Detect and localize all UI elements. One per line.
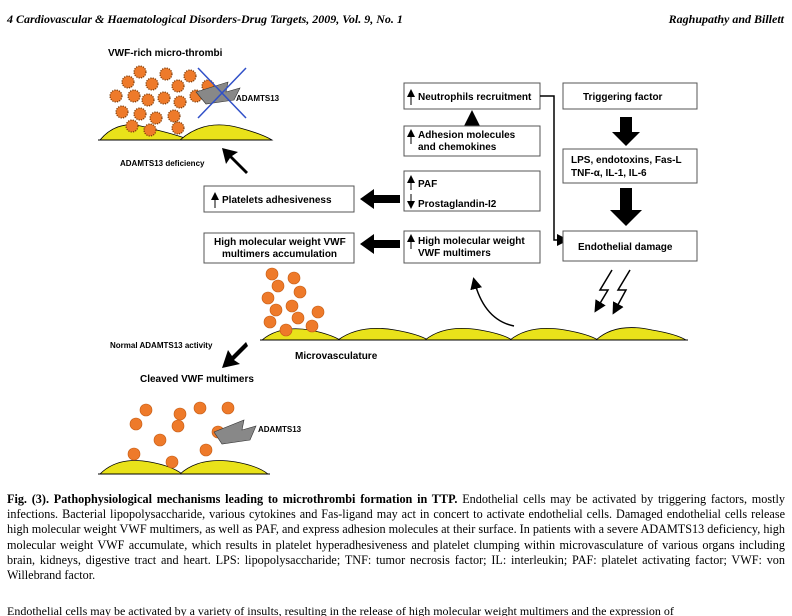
hmw-accumulation-box bbox=[203, 232, 355, 264]
arrow-trigger-to-lps bbox=[612, 117, 640, 146]
arrow-to-cleaved bbox=[222, 342, 248, 368]
arrow-to-hmw-accumulation bbox=[360, 234, 400, 254]
lps-box bbox=[562, 148, 698, 184]
prostaglandin-label: Prostaglandin-I2 bbox=[418, 199, 497, 210]
arrow-to-platelets bbox=[360, 189, 400, 209]
figure-caption: Fig. (3). Pathophysiological mechanisms … bbox=[7, 492, 785, 583]
paf-prostaglandin-box bbox=[403, 170, 541, 212]
normal-activity-label: Normal ADAMTS13 activity bbox=[110, 341, 213, 350]
lps-line2: TNF-α, IL-1, IL-6 bbox=[571, 168, 647, 179]
running-header-journal: 4 Cardiovascular & Haematological Disord… bbox=[7, 12, 403, 26]
adamts13-deficiency-label: ADAMTS13 deficiency bbox=[120, 159, 205, 168]
arrow-lps-to-damage bbox=[610, 188, 642, 226]
cleaved-vwf-illustration bbox=[98, 401, 270, 475]
running-header-authors: Raghupathy and Billett bbox=[668, 12, 784, 26]
lightning-bolt-icon bbox=[612, 269, 631, 315]
adhesion-line2: and chemokines bbox=[418, 142, 497, 153]
caption-label: Fig. (3). Pathophysiological mechanisms … bbox=[7, 492, 458, 506]
endothelial-damage-label: Endothelial damage bbox=[578, 242, 673, 253]
vwf-microthrombi-illustration bbox=[98, 65, 274, 141]
endothelial-damage-box bbox=[562, 230, 698, 262]
platelets-adhesiveness-box bbox=[203, 185, 355, 213]
pathophysiology-figure: VWF-rich micro-thrombi ADAMTS13 ADAMTS13… bbox=[98, 48, 698, 475]
neutrophils-box bbox=[403, 82, 541, 110]
body-text-cutoff: Endothelial cells may be activated by a … bbox=[7, 604, 674, 616]
curved-arrow-release bbox=[470, 277, 515, 327]
triggering-factor-box bbox=[562, 82, 698, 110]
hmw-accumulation-line1: High molecular weight VWF bbox=[214, 237, 346, 248]
adhesion-molecules-box bbox=[403, 125, 541, 157]
hmw-multimers-box bbox=[403, 230, 541, 264]
triggering-factor-label: Triggering factor bbox=[583, 92, 663, 103]
neutrophils-label: Neutrophils recruitment bbox=[418, 92, 532, 103]
adhesion-line1: Adhesion molecules bbox=[418, 130, 516, 141]
adamts13-label-bottom: ADAMTS13 bbox=[258, 425, 302, 434]
arrow-to-thrombi bbox=[222, 148, 248, 174]
hmw-multimers-line2: VWF multimers bbox=[418, 248, 491, 259]
lps-line1: LPS, endotoxins, Fas-L bbox=[571, 155, 682, 166]
cleaved-label: Cleaved VWF multimers bbox=[140, 374, 254, 385]
paf-label: PAF bbox=[418, 179, 437, 190]
microvasculature-illustration bbox=[260, 267, 688, 341]
vwf-rich-title: VWF-rich micro-thrombi bbox=[108, 48, 223, 59]
hmw-accumulation-line2: multimers accumulation bbox=[222, 249, 337, 260]
adamts13-label-top: ADAMTS13 bbox=[236, 94, 280, 103]
lightning-bolt-icon bbox=[594, 269, 613, 313]
caption-body: Endothelial cells may be activated by tr… bbox=[7, 492, 785, 583]
hmw-multimers-line1: High molecular weight bbox=[418, 236, 525, 247]
platelets-adhesiveness-label: Platelets adhesiveness bbox=[222, 195, 332, 206]
microvasculature-label: Microvasculature bbox=[295, 351, 378, 362]
connector-neutrophils bbox=[540, 95, 569, 246]
